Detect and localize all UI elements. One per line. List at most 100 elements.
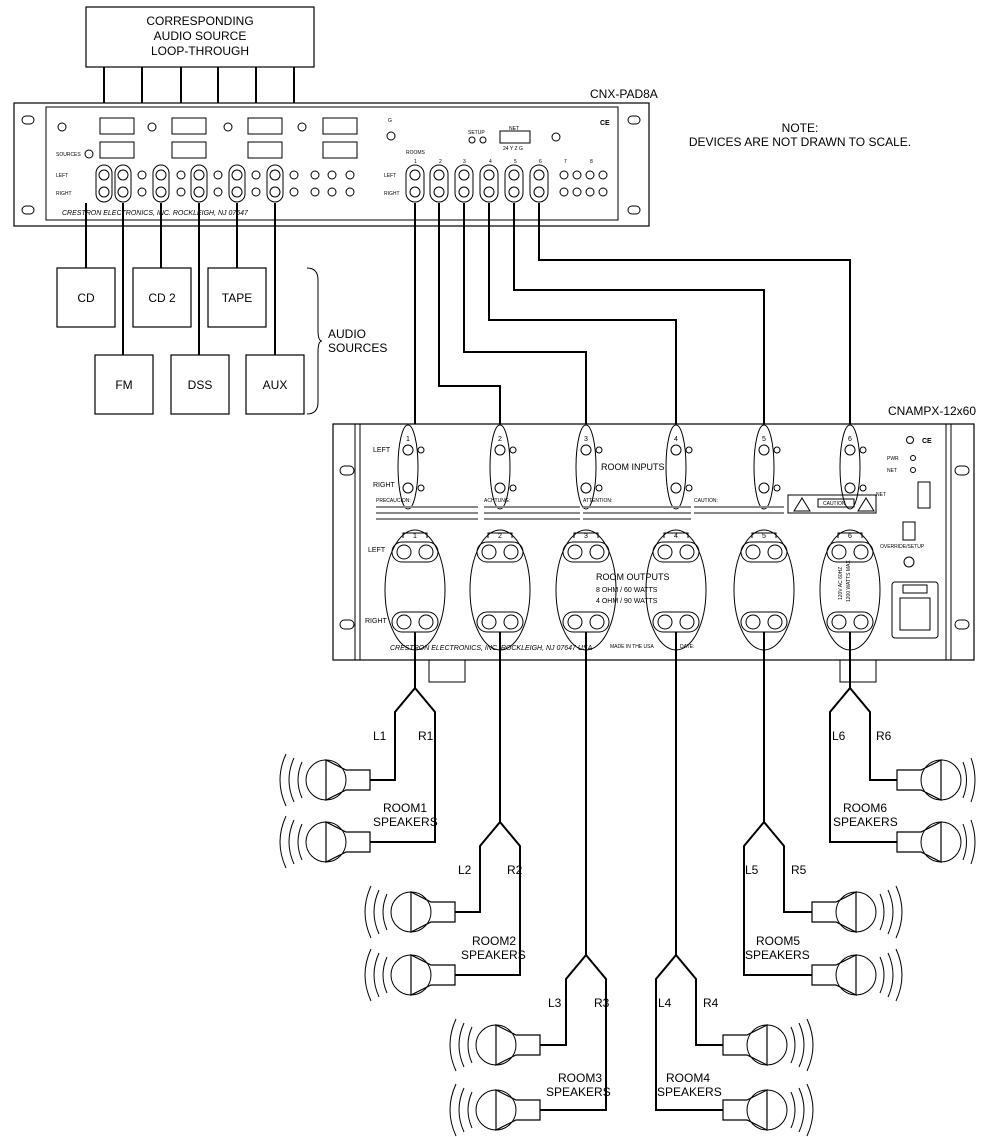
svg-text:L3: L3 — [548, 996, 562, 1010]
svg-text:ROOM3: ROOM3 — [558, 1071, 602, 1085]
speaker-room3-right — [449, 1083, 541, 1137]
svg-text:6: 6 — [848, 436, 852, 443]
amp-watts: 1200 WATTS MAX — [846, 560, 852, 602]
svg-text:R5: R5 — [791, 863, 807, 877]
speaker-room5-right — [811, 885, 903, 939]
source-box-fm: FM — [94, 354, 154, 415]
pad8a-unit: SOURCES LEFT RIGHT G — [13, 102, 650, 227]
svg-text:ATTENTION:: ATTENTION: — [583, 498, 612, 504]
source-wires — [85, 203, 276, 355]
source-box-tape: TAPE — [207, 267, 267, 328]
svg-text:R2: R2 — [507, 863, 523, 877]
svg-text:ROOM1: ROOM1 — [383, 801, 427, 815]
speaker-room6-right — [896, 757, 976, 803]
svg-text:R4: R4 — [703, 996, 719, 1010]
pad8a-rooms-right-label: RIGHT — [384, 191, 400, 197]
svg-text:5: 5 — [762, 533, 766, 540]
svg-text:5: 5 — [762, 436, 766, 443]
amp-ce-mark: CE — [922, 438, 932, 445]
pad8a-g-label: G — [388, 118, 392, 124]
svg-text:8: 8 — [590, 159, 593, 165]
svg-text:FM: FM — [115, 378, 132, 392]
note-line2: DEVICES ARE NOT DRAWN TO SCALE. — [689, 135, 911, 149]
amp-output-right-label: RIGHT — [365, 618, 388, 625]
svg-text:4: 4 — [674, 436, 678, 443]
amp-input-numbers: 1 2 3 4 5 6 — [406, 436, 852, 443]
speaker-wires — [370, 632, 897, 1111]
pad8a-left-label: LEFT — [56, 173, 68, 179]
room6-labels: L6 R6 ROOM6 SPEAKERS — [832, 729, 898, 829]
svg-text:3: 3 — [584, 533, 588, 540]
svg-text:2: 2 — [498, 436, 502, 443]
room5-labels: L5 R5 ROOM5 SPEAKERS — [745, 863, 810, 962]
speaker-room6-left — [896, 819, 976, 865]
svg-text:3: 3 — [463, 159, 466, 165]
amp-4ohm: 4 OHM / 90 WATTS — [596, 598, 658, 605]
svg-text:ACHTUNG:: ACHTUNG: — [484, 498, 510, 504]
amp-date: DATE: — [680, 644, 694, 650]
svg-text:R1: R1 — [418, 729, 434, 743]
pad8a-net-label: NET — [509, 126, 519, 132]
svg-text:5: 5 — [514, 159, 517, 165]
amp-net-port-label: NET — [876, 492, 886, 498]
svg-text:SPEAKERS: SPEAKERS — [745, 948, 810, 962]
svg-text:R6: R6 — [876, 729, 892, 743]
pad8a-ce-mark: CE — [600, 120, 610, 127]
pad8a-net-port — [499, 130, 531, 144]
speaker-room1-right — [279, 815, 371, 869]
room-input-wires — [414, 203, 851, 426]
pad8a-room-numbers: 1 2 3 4 5 6 7 8 — [414, 159, 593, 165]
svg-text:L6: L6 — [832, 729, 846, 743]
svg-text:SPEAKERS: SPEAKERS — [461, 948, 526, 962]
svg-text:ROOM6: ROOM6 — [843, 801, 887, 815]
pad8a-rooms-label: ROOMS — [406, 150, 426, 156]
room2-labels: L2 R2 ROOM2 SPEAKERS — [458, 863, 526, 962]
svg-text:TAPE: TAPE — [222, 291, 252, 305]
svg-text:2: 2 — [439, 159, 442, 165]
svg-text:1: 1 — [406, 436, 410, 443]
amp-room-inputs: ROOM INPUTS — [601, 462, 665, 472]
svg-text:L2: L2 — [458, 863, 472, 877]
svg-text:ROOM2: ROOM2 — [472, 934, 516, 948]
speaker-room5-left — [811, 948, 903, 1002]
svg-text:1: 1 — [414, 159, 417, 165]
room1-labels: L1 R1 ROOM1 SPEAKERS — [373, 729, 438, 829]
svg-text:7: 7 — [564, 159, 567, 165]
pad8a-right-label: RIGHT — [56, 191, 72, 197]
amp-room-outputs: ROOM OUTPUTS — [596, 572, 670, 582]
amp-voltage: 120V AC 60HZ — [838, 567, 844, 600]
amp-override-button — [902, 521, 916, 541]
svg-text:3: 3 — [584, 436, 588, 443]
pad8a-model: CNX-PAD8A — [590, 87, 658, 101]
svg-text:PRECAUCION:: PRECAUCION: — [376, 498, 411, 504]
pad8a-room-jacks — [405, 164, 608, 203]
speaker-room2-left — [364, 885, 456, 939]
svg-text:1: 1 — [413, 533, 417, 540]
amp-output-left-label: LEFT — [368, 547, 386, 554]
audio-sources-brace — [306, 267, 323, 415]
pad8a-setup-label: SETUP — [468, 130, 485, 136]
svg-text:ROOM4: ROOM4 — [666, 1071, 710, 1085]
pad8a-rooms-left-label: LEFT — [384, 173, 396, 179]
room3-labels: L3 R3 ROOM3 SPEAKERS — [546, 996, 611, 1099]
source-box-dss: DSS — [170, 354, 230, 415]
pad8a-sources-knob — [84, 149, 94, 159]
source-box-cd: CD — [56, 267, 116, 328]
svg-text:CD: CD — [77, 291, 95, 305]
svg-text:SPEAKERS: SPEAKERS — [546, 1085, 611, 1099]
loop-line3: LOOP-THROUGH — [151, 44, 249, 58]
pad8a-source-jacks — [95, 164, 355, 203]
amp-left-label: LEFT — [373, 447, 391, 454]
amp-right-label: RIGHT — [373, 482, 396, 489]
svg-text:4: 4 — [674, 533, 678, 540]
svg-text:SPEAKERS: SPEAKERS — [833, 815, 898, 829]
svg-text:2: 2 — [498, 533, 502, 540]
speaker-room1-left — [279, 753, 371, 807]
pad8a-displays — [57, 117, 358, 159]
amp-override-label: OVERRIDE/SETUP — [880, 544, 925, 550]
svg-text:CAUTION:: CAUTION: — [694, 498, 718, 504]
amp-output-numbers: 1 2 3 4 5 6 — [413, 533, 852, 540]
svg-text:AUX: AUX — [263, 378, 288, 392]
loop-line2: AUDIO SOURCE — [154, 29, 247, 43]
